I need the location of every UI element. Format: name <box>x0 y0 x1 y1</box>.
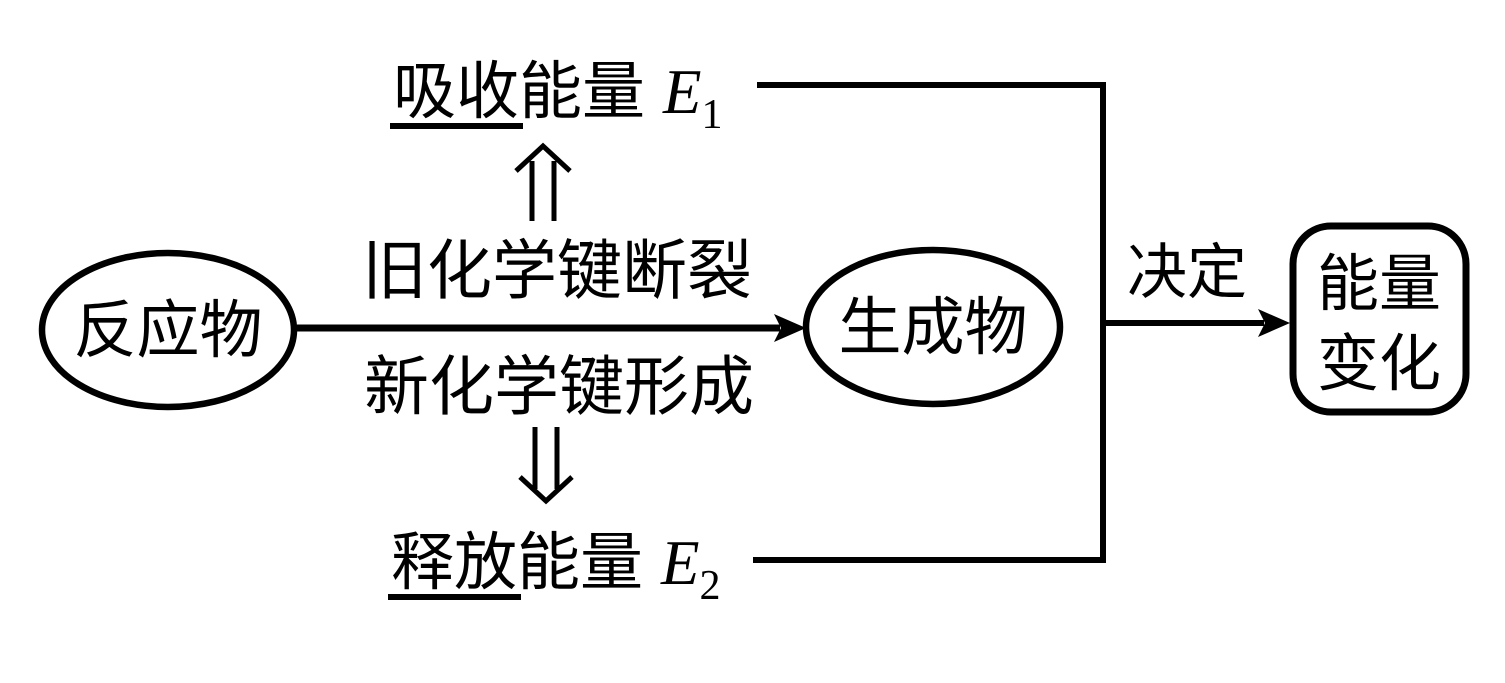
energy-change-line1: 能量 <box>1317 251 1441 319</box>
bond-form-label: 新化学键形成 <box>364 352 754 424</box>
determine-arrow: 决定 <box>1103 240 1290 337</box>
energy-change-box <box>1289 222 1470 416</box>
main-reaction-arrow <box>297 314 806 342</box>
release-energy-subscript: 2 <box>699 563 720 609</box>
reactants-label: 反应物 <box>74 296 263 366</box>
main-arrowhead-icon <box>774 314 806 342</box>
bond-break-label: 旧化学键断裂 <box>362 236 752 308</box>
absorb-energy-text: 能量 <box>519 57 645 127</box>
absorb-energy-subscript: 1 <box>701 92 722 138</box>
reactants-node: 反应物 <box>38 249 298 411</box>
release-energy-text: 能量 <box>517 528 643 598</box>
up-double-arrow-icon <box>514 142 572 221</box>
absorb-energy-text-underlined: 吸收 <box>393 57 519 127</box>
release-energy-symbol: E <box>660 528 699 598</box>
energy-change-node: 能量 变化 <box>1289 222 1470 416</box>
products-node: 生成物 <box>802 246 1064 408</box>
reactants-ellipse <box>38 249 298 411</box>
down-double-arrow-icon <box>518 427 574 505</box>
products-ellipse <box>802 246 1064 408</box>
energy-change-line2: 变化 <box>1317 331 1441 399</box>
determine-label: 决定 <box>1127 240 1247 306</box>
determine-arrowhead-icon <box>1258 309 1290 337</box>
release-energy-text-underlined: 释放 <box>391 528 517 598</box>
absorb-energy-symbol: E <box>662 57 701 127</box>
products-label: 生成物 <box>839 293 1028 363</box>
